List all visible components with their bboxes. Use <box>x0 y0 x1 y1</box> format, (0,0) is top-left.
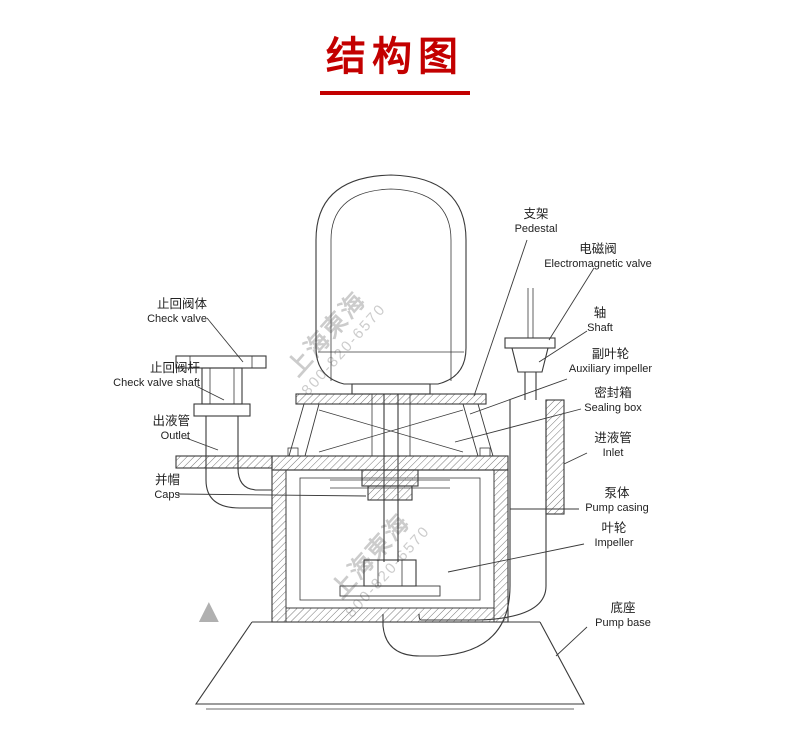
label-check-valve-shaft-en: Check valve shaft <box>113 377 200 390</box>
label-outlet-zh: 出液管 <box>152 414 190 428</box>
leader-lines <box>177 239 595 657</box>
label-inlet-zh: 进液管 <box>594 431 632 445</box>
label-pump-base: 底座 Pump base <box>582 600 664 631</box>
label-pump-casing: 泵体 Pump casing <box>572 485 662 516</box>
label-caps-en: Caps <box>154 489 180 502</box>
base-structure <box>194 621 585 710</box>
label-electromagnetic-valve-en: Electromagnetic valve <box>544 258 652 271</box>
label-check-valve-zh: 止回阀体 <box>156 297 207 311</box>
label-inlet-en: Inlet <box>602 447 624 460</box>
label-pump-casing-zh: 泵体 <box>604 486 630 500</box>
label-impeller: 叶轮 Impeller <box>578 520 650 551</box>
label-electromagnetic-valve-zh: 电磁阀 <box>579 242 617 256</box>
label-pump-casing-en: Pump casing <box>585 502 649 515</box>
label-caps-zh: 并帽 <box>154 473 180 487</box>
label-pedestal: 支架 Pedestal <box>500 206 572 237</box>
inlet-pipe-structure <box>382 399 565 657</box>
label-caps: 并帽 Caps <box>118 472 180 503</box>
label-shaft: 轴 Shaft <box>574 305 626 336</box>
label-sealing-box-en: Sealing box <box>584 402 642 415</box>
pedestal-structure <box>288 393 494 457</box>
label-shaft-en: Shaft <box>587 322 613 335</box>
label-check-valve: 止回阀体 Check valve <box>105 296 207 327</box>
label-outlet-en: Outlet <box>160 430 190 443</box>
label-impeller-zh: 叶轮 <box>601 521 627 535</box>
label-impeller-en: Impeller <box>594 537 634 550</box>
label-check-valve-en: Check valve <box>147 313 207 326</box>
motor <box>315 174 467 395</box>
label-pedestal-zh: 支架 <box>523 207 549 221</box>
label-check-valve-shaft: 止回阀杆 Check valve shaft <box>88 360 200 391</box>
label-auxiliary-impeller-zh: 副叶轮 <box>591 347 630 361</box>
label-pump-base-zh: 底座 <box>610 601 636 615</box>
label-electromagnetic-valve: 电磁阀 Electromagnetic valve <box>536 241 660 272</box>
label-sealing-box-zh: 密封箱 <box>594 386 632 400</box>
label-outlet: 出液管 Outlet <box>112 413 190 444</box>
label-sealing-box: 密封箱 Sealing box <box>572 385 654 416</box>
page-title: 结构图 <box>320 24 470 95</box>
label-check-valve-shaft-zh: 止回阀杆 <box>149 361 200 375</box>
label-auxiliary-impeller: 副叶轮 Auxiliary impeller <box>558 346 663 377</box>
label-inlet: 进液管 Inlet <box>582 430 644 461</box>
pump-casing-structure <box>175 447 509 623</box>
label-pedestal-en: Pedestal <box>514 223 558 236</box>
label-auxiliary-impeller-en: Auxiliary impeller <box>568 363 653 376</box>
label-shaft-zh: 轴 <box>593 306 607 320</box>
check-valve-structure <box>175 355 272 509</box>
electromagnetic-valve-structure <box>504 288 556 400</box>
label-pump-base-en: Pump base <box>595 617 651 630</box>
